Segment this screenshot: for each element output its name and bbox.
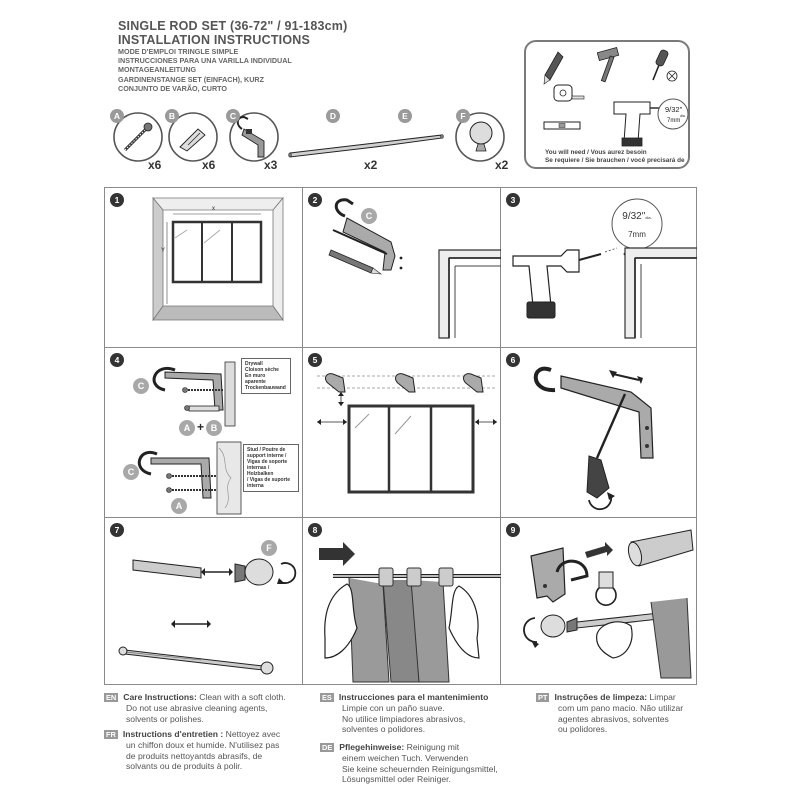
bit-size-badge	[657, 98, 689, 130]
width-dimension-label: x	[212, 206, 215, 212]
finial-icon	[234, 558, 274, 586]
level-icon	[543, 121, 581, 130]
step-number: 4	[110, 353, 124, 367]
screwdriver-icon	[586, 393, 627, 499]
step-number: 6	[506, 353, 520, 367]
stud-note: Stud / Poutre de support interne / Vigas…	[243, 444, 299, 492]
step-number: 3	[506, 193, 520, 207]
part-qty-e: x2	[364, 158, 378, 172]
step-number: 8	[308, 523, 322, 537]
part-qty-b: x6	[202, 158, 216, 172]
bracket-icon	[137, 450, 212, 499]
bracket-icon	[236, 115, 265, 158]
title-translation: MONTAGEANLEITUNG	[118, 65, 197, 75]
parts-row: A B C D E F x6 x6 x3 x2 x2	[0, 105, 520, 180]
drywall-note: Drywall Cloison sèche En muro aparente T…	[241, 358, 291, 394]
step-8-panel: 8	[303, 518, 501, 685]
step-3-panel: 3 9/32"dia. 7mm	[501, 188, 697, 348]
header: SINGLE ROD SET (36-72" / 91-183cm) INSTA…	[118, 19, 347, 93]
tape-measure-icon	[553, 84, 585, 102]
bit-size-fraction: 9/32"	[665, 105, 683, 114]
steps-grid: 1 x Y 2 C	[104, 187, 697, 685]
finial-icon	[540, 614, 578, 638]
screw-icon	[182, 387, 223, 393]
bracket-icon	[530, 547, 589, 603]
part-tag-c: C	[123, 464, 139, 480]
screwdriver-icon	[652, 49, 678, 82]
step-number: 9	[506, 523, 520, 537]
tools-required-box: 9/32" dia. 7mm You will need / Vous aure…	[524, 40, 690, 169]
part-tag-f: F	[261, 540, 277, 556]
step-number: 7	[110, 523, 124, 537]
bracket-icon	[332, 198, 396, 271]
title-translation: GARDINENSTANGE SET (EINFACH), KURZ	[118, 74, 265, 84]
part-label-a: A	[110, 109, 124, 123]
title-translation: INSTRUCCIONES PARA UNA VARILLA INDIVIDUA…	[118, 56, 292, 66]
bit-size-mm: 7mm	[667, 118, 680, 124]
screw-icon	[123, 122, 153, 152]
page-title: SINGLE ROD SET (36-72" / 91-183cm)	[118, 19, 348, 33]
part-qty-c: x3	[264, 158, 278, 172]
title-translation: CONJUNTO DE VARÃO, CURTO	[118, 83, 228, 93]
part-tag-a: A	[179, 420, 195, 436]
bracket-icon	[533, 366, 654, 459]
drill-icon	[613, 101, 660, 147]
step-6-panel: 6	[501, 348, 697, 518]
wall-anchor-icon	[184, 405, 220, 412]
rod-icon	[627, 529, 694, 567]
height-dimension-label: Y	[161, 248, 166, 254]
part-label-b: B	[165, 109, 179, 123]
rod-icon	[132, 559, 202, 579]
page-subtitle: INSTALLATION INSTRUCTIONS	[118, 33, 311, 47]
wall-anchor-icon	[179, 128, 206, 152]
tools-caption: You will need / Vous aurez besoin Se req…	[545, 149, 685, 164]
part-tag-c: C	[133, 378, 149, 394]
step-number: 5	[308, 353, 322, 367]
step-5-panel: 5	[303, 348, 501, 518]
pencil-icon	[543, 51, 564, 85]
finial-icon	[469, 121, 493, 152]
part-qty-a: x6	[148, 158, 162, 172]
step-9-panel: 9	[501, 518, 697, 685]
part-tag-b: B	[206, 420, 222, 436]
step-4-panel: 4	[105, 348, 303, 518]
part-qty-f: x2	[495, 158, 509, 172]
part-tag-c: C	[361, 208, 377, 224]
hammer-icon	[596, 47, 620, 83]
pencil-icon	[328, 249, 383, 275]
part-label-e: E	[398, 109, 412, 123]
step-1-panel: 1 x Y	[105, 188, 303, 348]
rod-icon	[288, 134, 444, 158]
part-label-d: D	[326, 109, 340, 123]
plus-sign: +	[197, 420, 205, 434]
step-number: 2	[308, 193, 322, 207]
bit-size-dia: dia.	[680, 114, 686, 118]
bracket-icon	[325, 373, 484, 393]
part-label-c: C	[226, 109, 240, 123]
bit-size-badge: 9/32"dia. 7mm	[622, 211, 652, 239]
screw-icon	[166, 473, 217, 493]
part-tag-a: A	[171, 498, 187, 514]
drill-icon	[512, 247, 618, 319]
part-label-f: F	[456, 109, 470, 123]
rod-icon	[118, 646, 274, 675]
step-2-panel: 2 C	[303, 188, 501, 348]
title-translation: MODE D'EMPLOI TRINGLE SIMPLE	[118, 47, 239, 56]
step-7-panel: 7 F	[105, 518, 303, 685]
step-number: 1	[110, 193, 124, 207]
